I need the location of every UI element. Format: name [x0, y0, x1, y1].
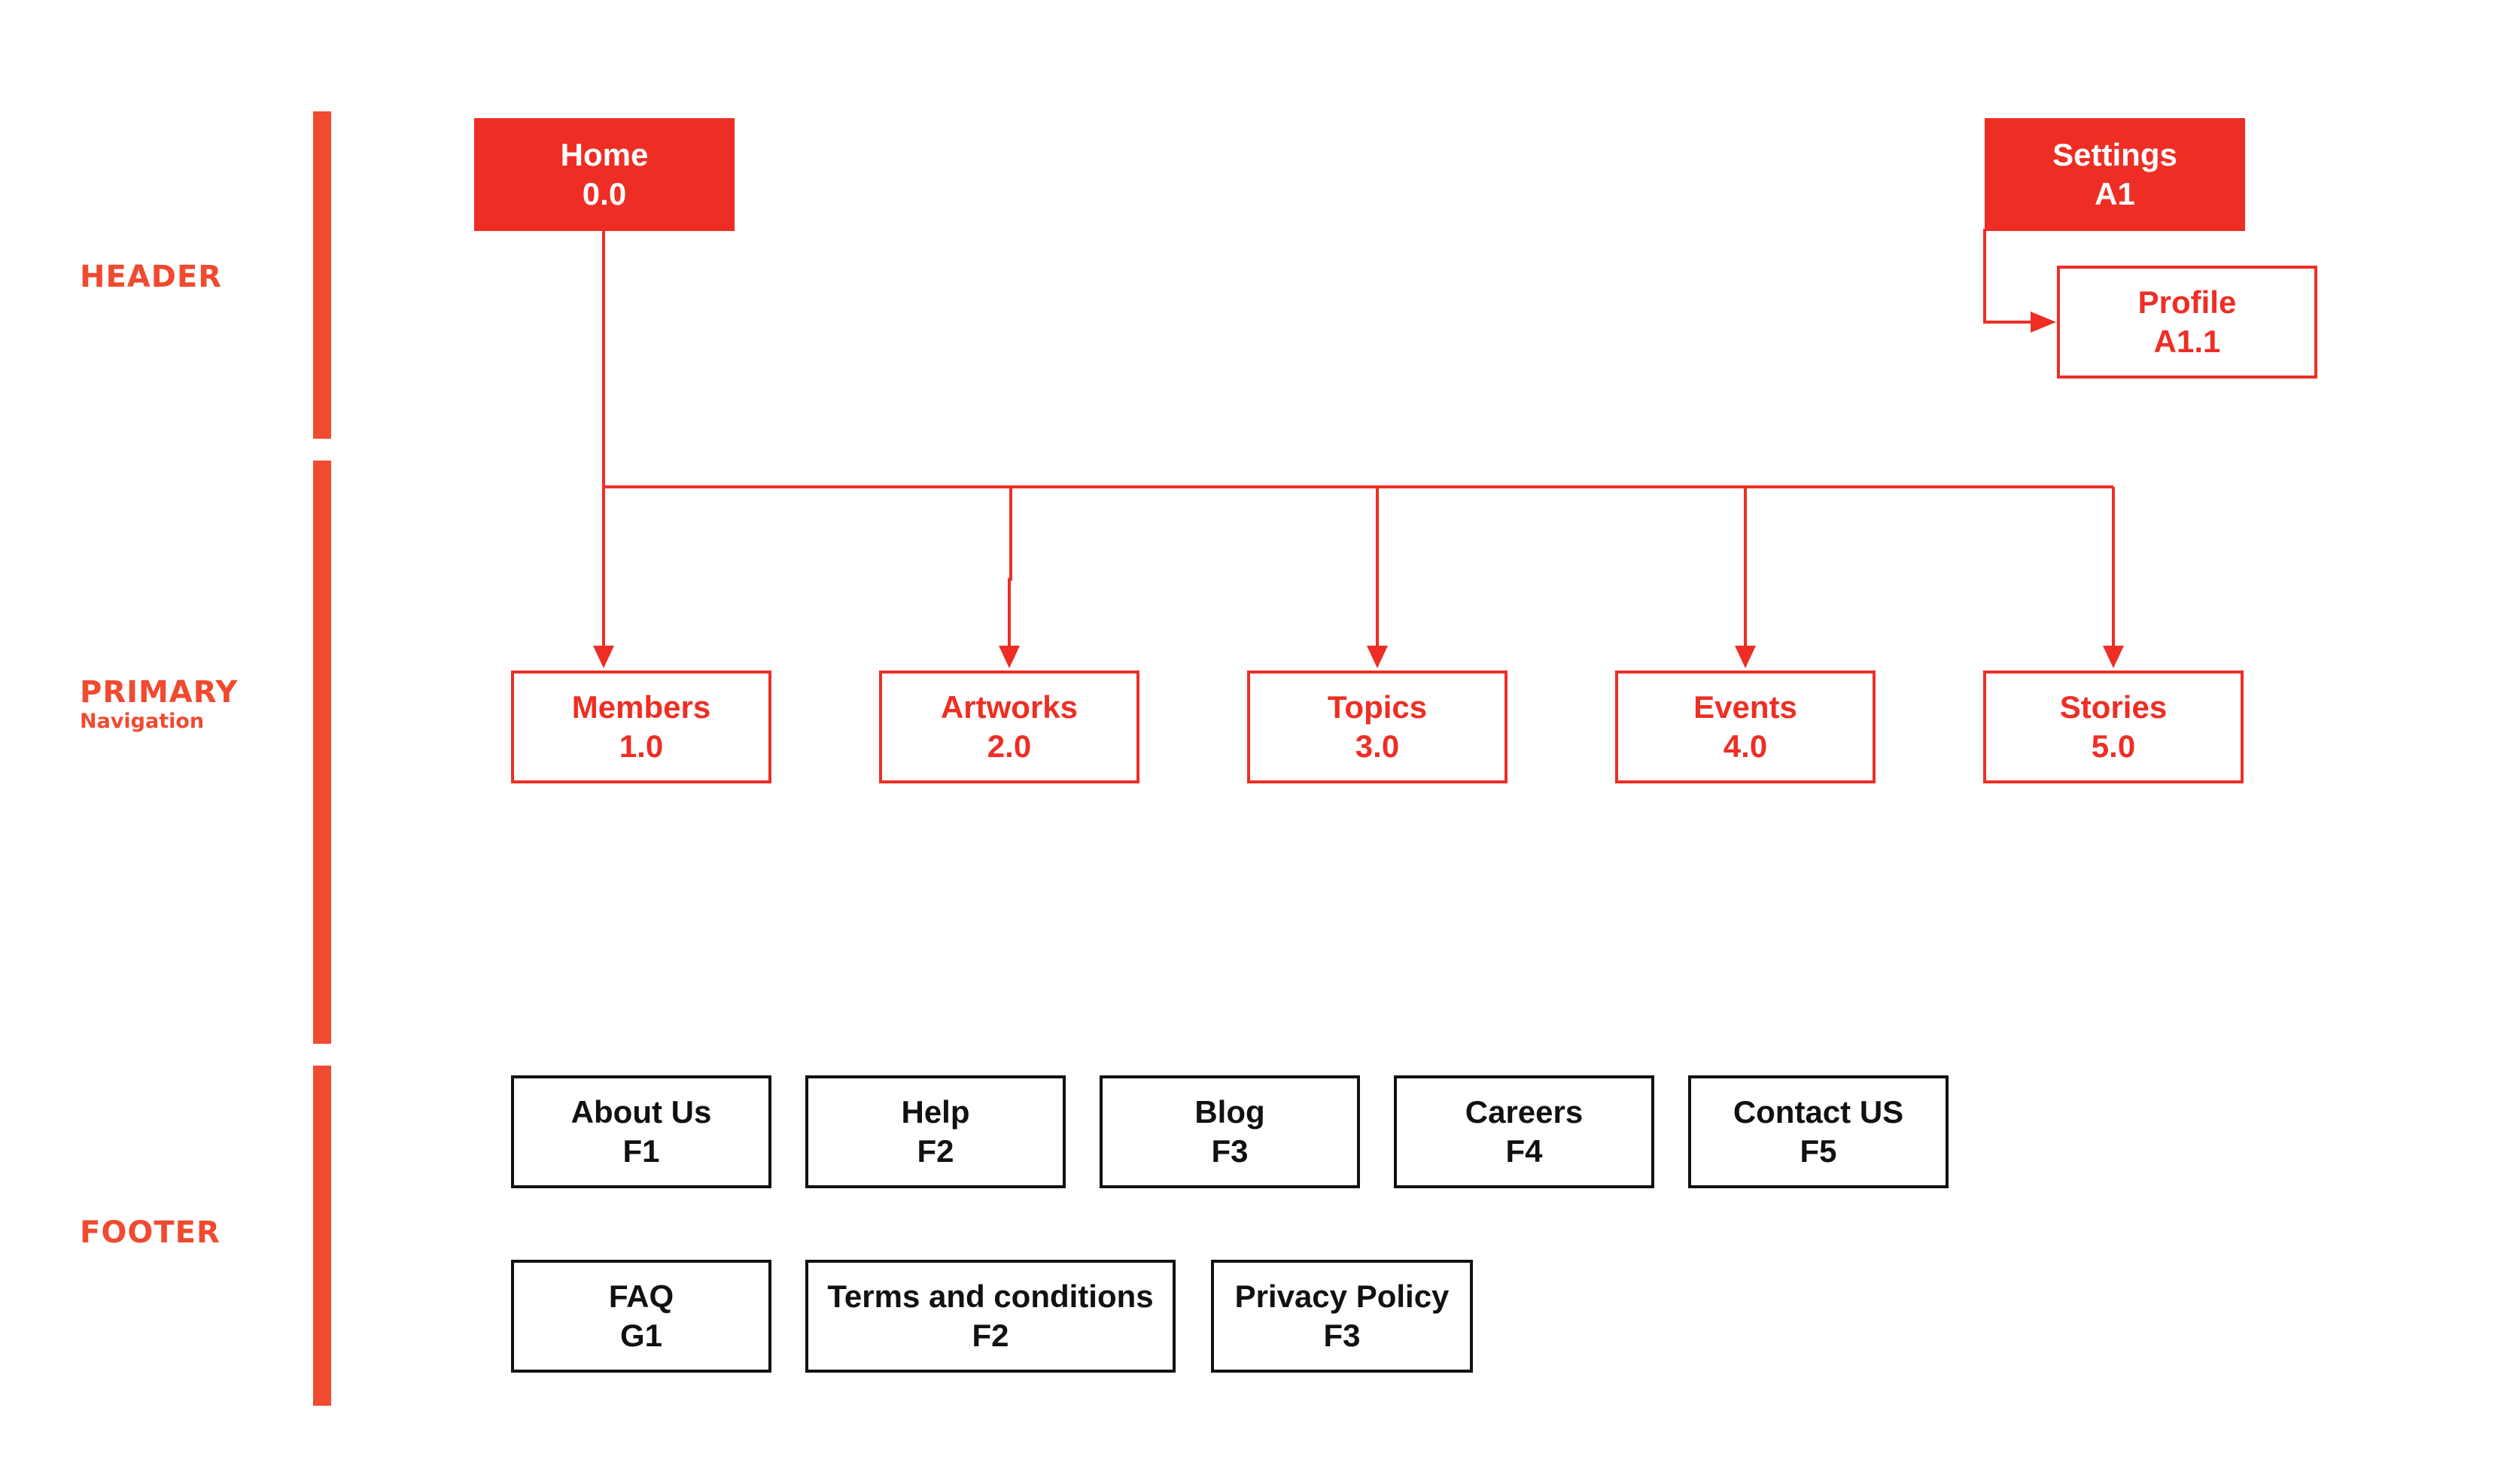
node-careers-name: Careers [1465, 1093, 1584, 1130]
node-settings: Settings A1 [1985, 118, 2245, 231]
node-about-us-code: F1 [622, 1133, 660, 1169]
node-stories: Stories 5.0 [1983, 671, 2244, 783]
node-topics-name: Topics [1327, 689, 1428, 725]
node-terms-and-conditions-code: F2 [972, 1318, 1009, 1353]
node-members: Members 1.0 [511, 671, 771, 783]
node-home-code: 0.0 [582, 176, 627, 211]
node-artworks-code: 2.0 [987, 728, 1032, 764]
node-stories-code: 5.0 [2091, 728, 2136, 764]
node-topics: Topics 3.0 [1247, 671, 1508, 783]
node-privacy-policy-name: Privacy Policy [1234, 1278, 1450, 1314]
header-section-bar [313, 111, 331, 439]
node-home-name: Home [560, 136, 649, 172]
node-events: Events 4.0 [1615, 671, 1876, 783]
node-profile: Profile A1.1 [2057, 266, 2317, 379]
primary-section-bar [313, 461, 331, 1044]
node-privacy-policy: Privacy Policy F3 [1211, 1260, 1473, 1373]
node-settings-name: Settings [2052, 136, 2177, 172]
members-arrowhead [593, 646, 614, 668]
node-terms-and-conditions-name: Terms and conditions [827, 1278, 1154, 1314]
artworks-arrowhead [999, 646, 1020, 668]
node-events-code: 4.0 [1723, 728, 1768, 764]
node-profile-name: Profile [2137, 284, 2237, 320]
primary-section-label: PRIMARY [80, 675, 239, 710]
node-artworks-name: Artworks [940, 689, 1079, 725]
node-about-us: About Us F1 [511, 1075, 771, 1188]
node-members-name: Members [571, 689, 711, 725]
node-faq-name: FAQ [608, 1278, 674, 1314]
node-members-code: 1.0 [619, 728, 664, 764]
footer-section-label: FOOTER [80, 1215, 221, 1250]
node-faq-code: G1 [619, 1318, 663, 1353]
node-artworks: Artworks 2.0 [879, 671, 1139, 783]
node-contact-us-code: F5 [1800, 1133, 1837, 1169]
topics-arrowhead [1367, 646, 1388, 668]
node-careers-code: F4 [1505, 1133, 1543, 1169]
node-home: Home 0.0 [474, 118, 735, 231]
node-careers: Careers F4 [1394, 1075, 1654, 1188]
node-blog-name: Blog [1194, 1093, 1265, 1130]
node-help-name: Help [901, 1093, 970, 1130]
node-blog: Blog F3 [1100, 1075, 1360, 1188]
node-privacy-policy-code: F3 [1323, 1318, 1361, 1353]
node-settings-code: A1 [2095, 176, 2135, 211]
header-section-label: HEADER [80, 260, 223, 294]
node-topics-code: 3.0 [1355, 728, 1400, 764]
node-help-code: F2 [917, 1133, 954, 1169]
footer-section-bar [313, 1066, 331, 1406]
node-about-us-name: About Us [570, 1093, 712, 1130]
node-help: Help F2 [805, 1075, 1066, 1188]
settings-profile-link-line [1983, 229, 2032, 324]
node-faq: FAQ G1 [511, 1260, 771, 1373]
artworks-link-line [1008, 487, 1012, 647]
node-terms-and-conditions: Terms and conditions F2 [805, 1260, 1176, 1373]
node-events-name: Events [1693, 689, 1797, 725]
stories-arrowhead [2103, 646, 2124, 668]
node-profile-code: A1.1 [2153, 324, 2221, 359]
node-contact-us-name: Contact US [1733, 1093, 1904, 1130]
profile-arrowhead [2031, 312, 2056, 333]
primary-section-sublabel: Navigation [80, 710, 205, 733]
events-arrowhead [1735, 646, 1756, 668]
node-blog-code: F3 [1211, 1133, 1249, 1169]
node-contact-us: Contact US F5 [1688, 1075, 1949, 1188]
node-stories-name: Stories [2059, 689, 2168, 725]
